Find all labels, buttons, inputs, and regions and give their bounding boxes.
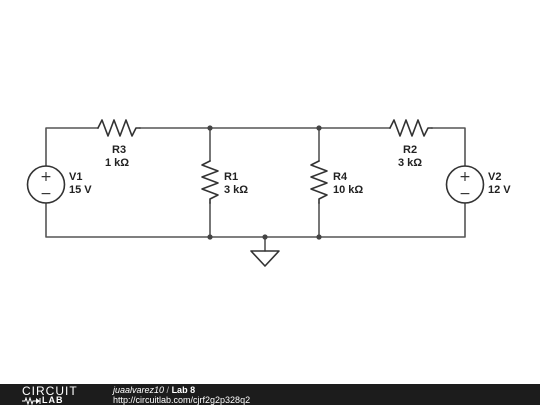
- voltage-source-v1-symbol: [26, 165, 66, 204]
- junction-node: [316, 234, 322, 240]
- resistor-r2-name: R2: [403, 144, 417, 156]
- junctions: [207, 125, 322, 240]
- junction-node: [207, 234, 213, 240]
- circuitlab-logo[interactable]: CIRCUIT LAB: [22, 385, 102, 405]
- voltage-source-v2[interactable]: + − V2 12 V: [445, 165, 512, 204]
- voltage-source-v1-value: 15 V: [69, 184, 92, 196]
- logo-text-circuit: CIRCUIT: [22, 384, 78, 398]
- resistor-r3-name: R3: [112, 144, 126, 156]
- voltage-source-v1[interactable]: + − V1 15 V: [26, 165, 93, 204]
- ground-icon: [250, 250, 280, 267]
- resistor-r2[interactable]: R2 3 kΩ: [389, 119, 433, 169]
- resistor-r2-symbol: [389, 119, 433, 137]
- logo-circuit-trace-icon: [22, 397, 41, 405]
- logo-text-lab: LAB: [42, 395, 64, 405]
- resistor-r4-symbol: [310, 160, 328, 204]
- top-right-wire: [431, 127, 466, 167]
- resistor-r3-value: 1 kΩ: [105, 157, 129, 169]
- resistor-r1-symbol: [201, 160, 219, 204]
- bottom-wire: [45, 202, 466, 238]
- plus-sign-icon: +: [40, 169, 52, 185]
- voltage-source-v2-name: V2: [488, 171, 501, 183]
- junction-node: [207, 125, 213, 131]
- resistor-r4-name: R4: [333, 171, 348, 183]
- resistor-r3-symbol: [97, 119, 141, 137]
- resistor-r1-value: 3 kΩ: [224, 184, 248, 196]
- resistor-r4-value: 10 kΩ: [333, 184, 363, 196]
- resistor-r2-value: 3 kΩ: [398, 157, 422, 169]
- plus-sign-icon: +: [459, 169, 471, 185]
- resistor-r1-name: R1: [224, 171, 238, 183]
- resistor-r4[interactable]: R4 10 kΩ: [310, 160, 363, 204]
- wires: [45, 127, 466, 252]
- resistor-r1[interactable]: R1 3 kΩ: [201, 160, 248, 204]
- resistor-r3[interactable]: R3 1 kΩ: [97, 119, 141, 169]
- voltage-source-v2-symbol: [445, 165, 485, 204]
- circuit-title[interactable]: Lab 8: [171, 385, 196, 395]
- footer-bar: CIRCUIT LAB juaalvarez10 / Lab 8 http://…: [0, 384, 540, 405]
- separator: /: [164, 385, 172, 395]
- author-link[interactable]: juaalvarez10: [113, 385, 165, 395]
- junction-node: [262, 234, 268, 240]
- minus-sign-icon: −: [459, 186, 471, 202]
- top-left-wire: [45, 127, 99, 167]
- ground-symbol[interactable]: [250, 250, 280, 267]
- circuit-url-link[interactable]: http://circuitlab.com/cjrf2g2p328q2: [113, 395, 251, 405]
- minus-sign-icon: −: [40, 186, 52, 202]
- junction-node: [316, 125, 322, 131]
- voltage-source-v2-value: 12 V: [488, 184, 511, 196]
- author-title-line: juaalvarez10 / Lab 8: [113, 385, 195, 395]
- voltage-source-v1-name: V1: [69, 171, 82, 183]
- schematic-canvas: R3 1 kΩ R2 3 kΩ R1 3 kΩ R4 10 kΩ + − V1 …: [26, 119, 512, 267]
